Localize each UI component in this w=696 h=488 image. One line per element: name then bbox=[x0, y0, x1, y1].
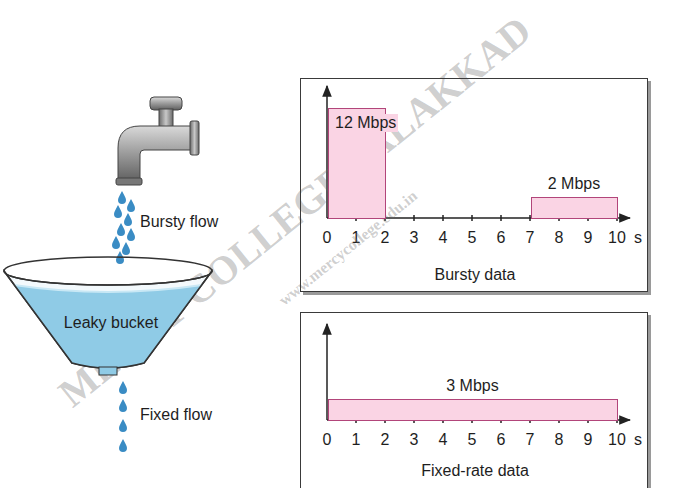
axis-tick-label: 8 bbox=[555, 431, 564, 449]
axis-tick-label: 9 bbox=[584, 229, 593, 247]
rate-label: 3 Mbps bbox=[446, 377, 498, 395]
axis-tick-label: 6 bbox=[497, 431, 506, 449]
chart-caption: Bursty data bbox=[435, 266, 516, 284]
axis-tick-label: 1 bbox=[352, 431, 361, 449]
axis-tick-label: 4 bbox=[439, 229, 448, 247]
axis-tick-label: 5 bbox=[468, 229, 477, 247]
axis-tick-label: 0 bbox=[323, 229, 332, 247]
rate-label: 2 Mbps bbox=[548, 175, 600, 193]
data-bar: 3 Mbps bbox=[328, 399, 618, 421]
chart-panel: Fixed-rate data 3 Mbps bbox=[300, 312, 648, 488]
axis-tick bbox=[442, 215, 444, 221]
data-bar: 2 Mbps bbox=[531, 197, 618, 219]
axis-tick-label: 9 bbox=[584, 431, 593, 449]
chart-axes bbox=[327, 86, 630, 423]
axis-tick bbox=[413, 215, 415, 221]
rate-label: 12 Mbps bbox=[333, 114, 398, 132]
axis-tick-label: 3 bbox=[410, 431, 419, 449]
axis-tick-label: 8 bbox=[555, 229, 564, 247]
chart-caption: Fixed-rate data bbox=[421, 462, 529, 480]
bucket-label: Leaky bucket bbox=[64, 314, 158, 332]
axis-tick-label: 3 bbox=[410, 229, 419, 247]
axis-tick-label: 10 bbox=[608, 431, 626, 449]
chart-panel: Bursty data 12 Mbps 2 Mbps bbox=[300, 78, 648, 292]
flow-label: Bursty flow bbox=[140, 213, 218, 231]
flow-label: Fixed flow bbox=[140, 406, 212, 424]
axis-tick bbox=[500, 215, 502, 221]
axis-tick-label: 5 bbox=[468, 431, 477, 449]
axis-tick-label: 10 bbox=[608, 229, 626, 247]
axis-tick-label: 2 bbox=[381, 431, 390, 449]
axis-unit: s bbox=[634, 431, 642, 449]
data-bar: 12 Mbps bbox=[328, 108, 386, 219]
axis-unit: s bbox=[634, 229, 642, 247]
faucet bbox=[116, 97, 199, 185]
axis-tick-label: 0 bbox=[323, 431, 332, 449]
axis-tick-label: 7 bbox=[526, 431, 535, 449]
axis-tick-label: 6 bbox=[497, 229, 506, 247]
leaky-bucket: Leaky bucket bbox=[2, 255, 214, 377]
axis-tick bbox=[471, 215, 473, 221]
axis-tick-label: 7 bbox=[526, 229, 535, 247]
axis-tick-label: 4 bbox=[439, 431, 448, 449]
